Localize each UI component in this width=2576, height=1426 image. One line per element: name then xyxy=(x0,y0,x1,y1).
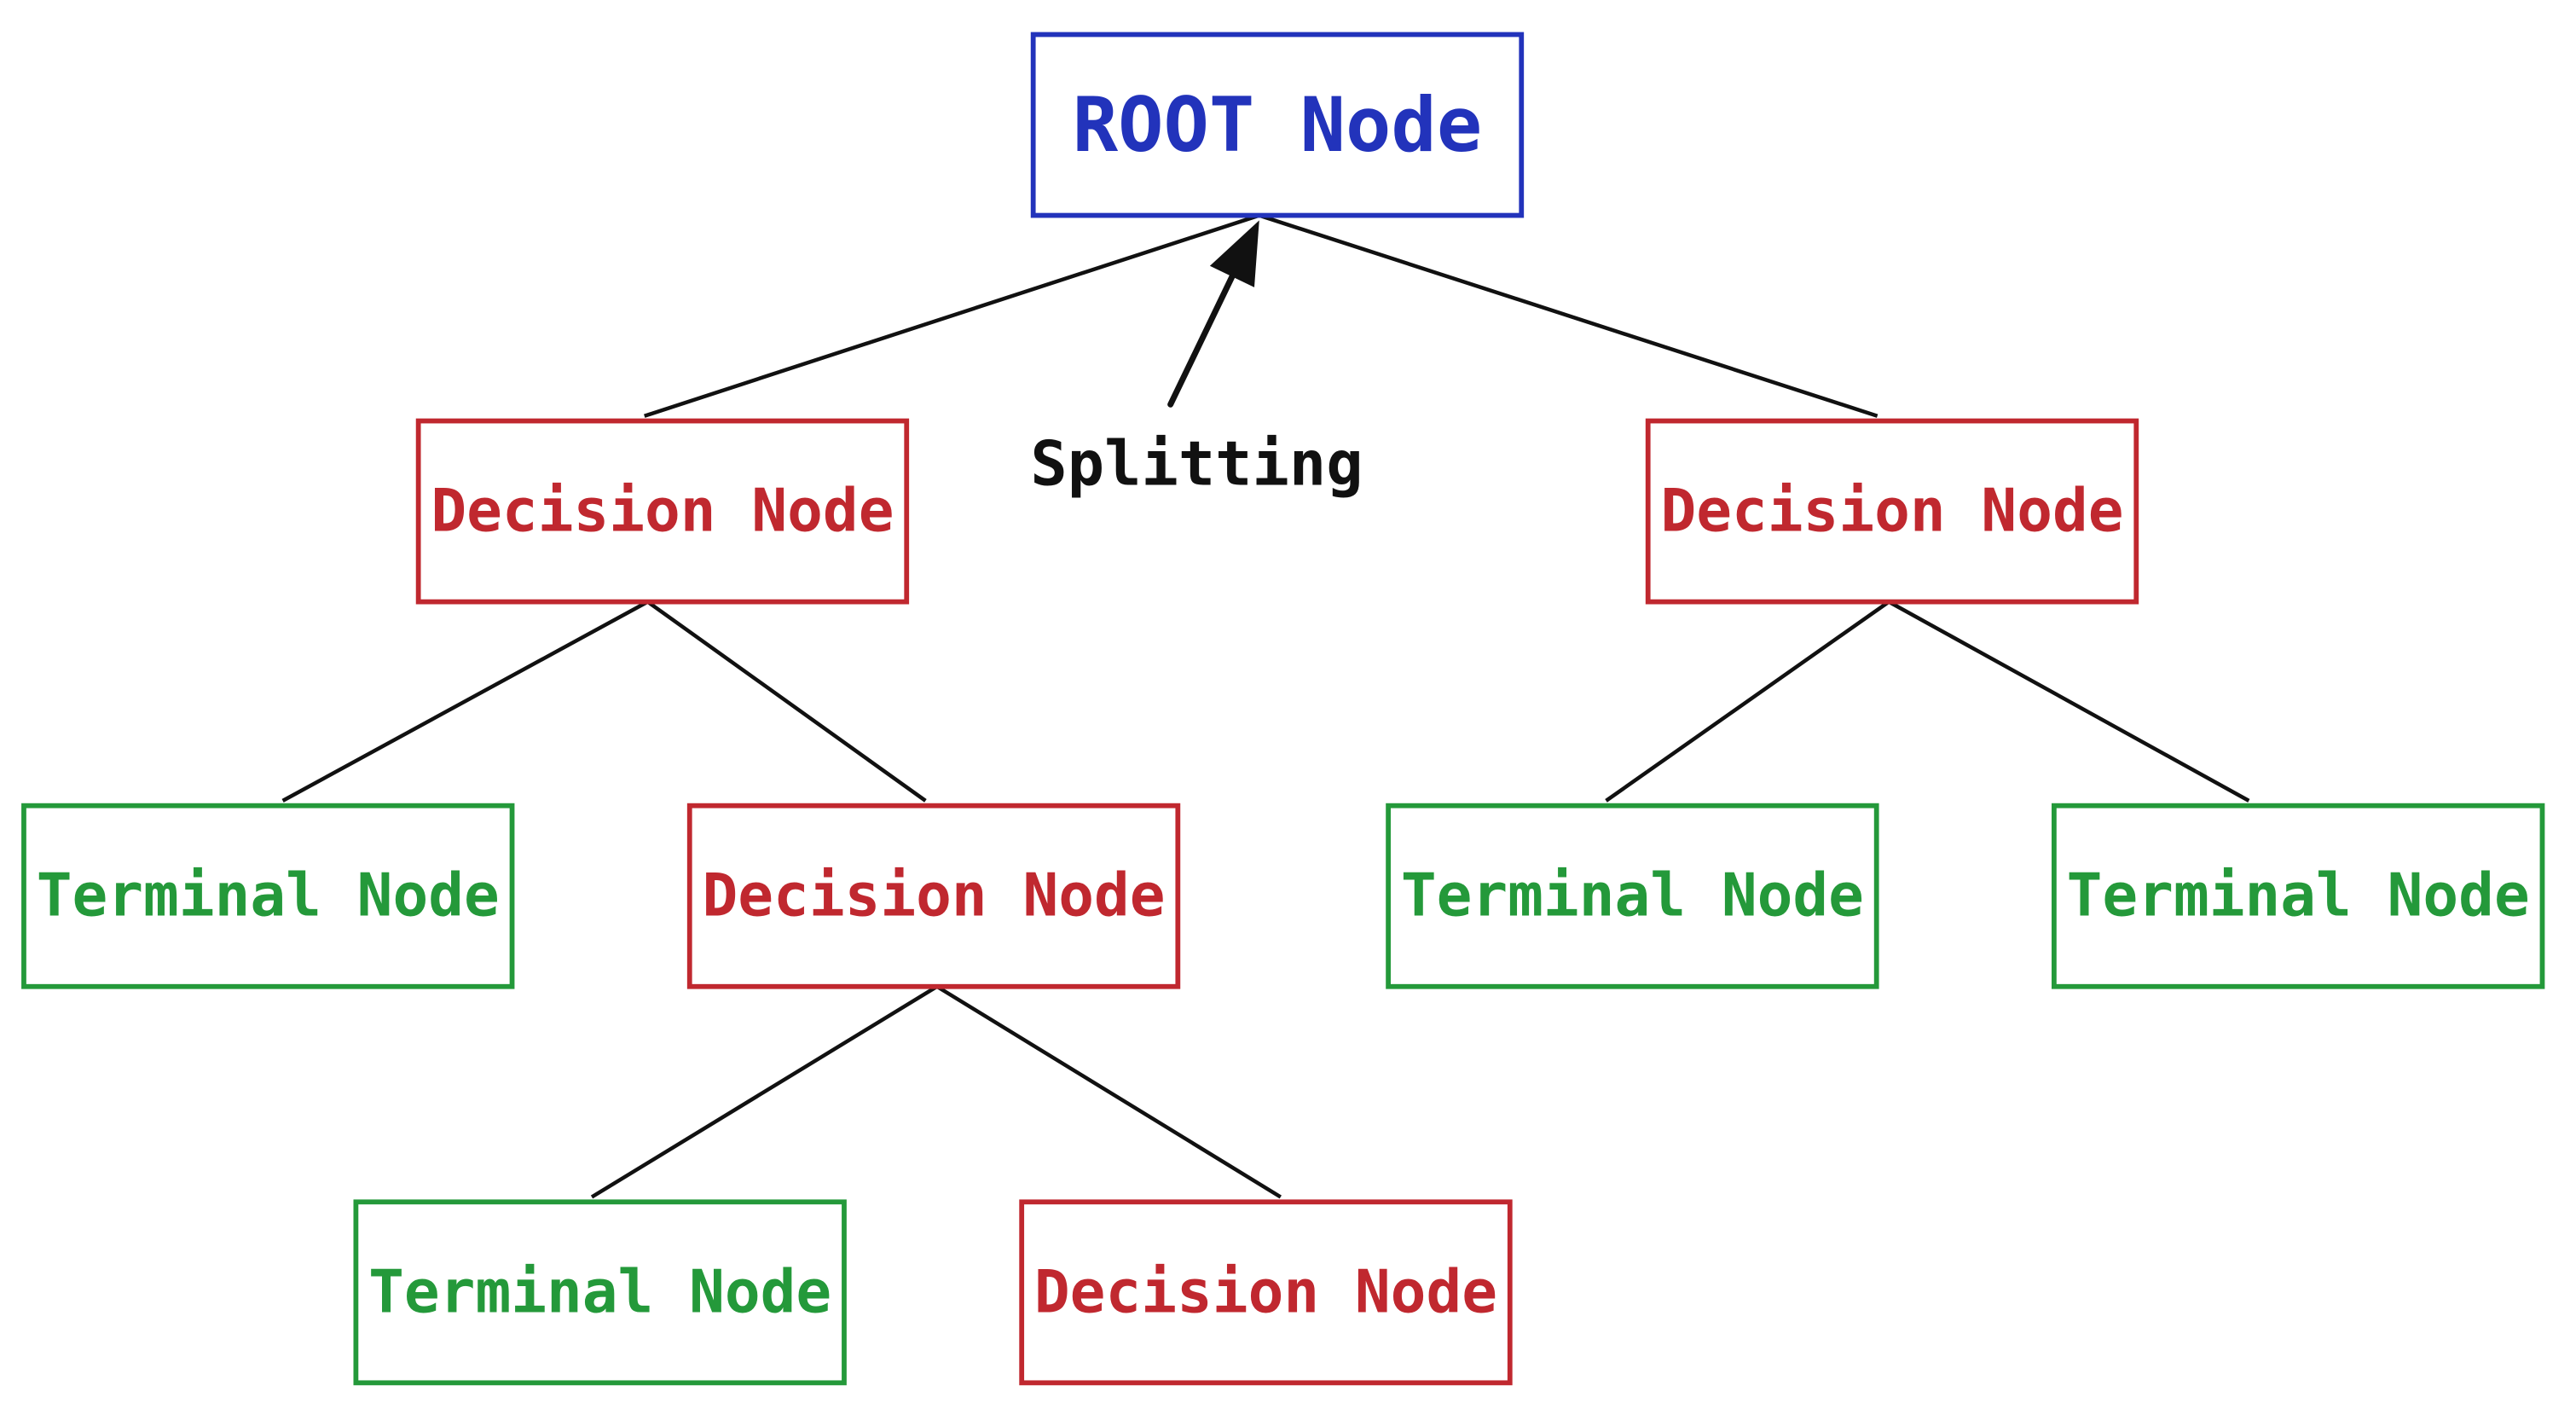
decision-node-label: Decision Node xyxy=(1660,478,2123,546)
terminal-node-box xyxy=(2052,803,2545,989)
arrow-up-icon xyxy=(1209,220,1259,287)
decision-node-box xyxy=(1019,1199,1513,1386)
terminal-node-box xyxy=(353,1199,847,1386)
edge-d2-to-t2 xyxy=(1605,600,1890,803)
splitting-arrow-shaft xyxy=(1167,273,1236,408)
terminal-node-t4: Terminal Node xyxy=(353,1199,847,1386)
root-node-box xyxy=(1030,32,1525,218)
decision-node-box xyxy=(1645,418,2139,605)
decision-node-box xyxy=(415,418,910,605)
splitting-annotation: Splitting xyxy=(1030,220,1363,500)
edge-d3-to-t4 xyxy=(590,984,939,1199)
decision-node-d3: Decision Node xyxy=(686,803,1181,989)
root-node-root: ROOT Node xyxy=(1030,32,1525,218)
edge-root-to-d1 xyxy=(644,213,1260,418)
terminal-node-label: Terminal Node xyxy=(37,862,500,930)
edges xyxy=(281,213,2250,1199)
terminal-node-label: Terminal Node xyxy=(1401,862,1864,930)
edge-d1-to-d3 xyxy=(646,600,927,803)
root-node-label: ROOT Node xyxy=(1073,81,1482,169)
edge-d2-to-t3 xyxy=(1888,600,2250,803)
edge-d1-to-t1 xyxy=(281,600,649,803)
splitting-label: Splitting xyxy=(1030,428,1363,500)
decision-node-d2: Decision Node xyxy=(1645,418,2139,605)
terminal-node-t2: Terminal Node xyxy=(1386,803,1879,989)
edge-root-to-d2 xyxy=(1259,213,1878,418)
edge-d3-to-d4 xyxy=(935,984,1282,1199)
decision-node-label: Decision Node xyxy=(1034,1258,1497,1326)
decision-node-d4: Decision Node xyxy=(1019,1199,1513,1386)
decision-node-box xyxy=(686,803,1181,989)
terminal-node-label: Terminal Node xyxy=(368,1258,831,1326)
decision-node-label: Decision Node xyxy=(702,862,1165,930)
terminal-node-label: Terminal Node xyxy=(2067,862,2530,930)
decision-node-d1: Decision Node xyxy=(415,418,910,605)
terminal-node-box xyxy=(1386,803,1879,989)
decision-node-label: Decision Node xyxy=(431,478,894,546)
terminal-node-t1: Terminal Node xyxy=(21,803,515,989)
terminal-node-box xyxy=(21,803,515,989)
terminal-node-t3: Terminal Node xyxy=(2052,803,2545,989)
